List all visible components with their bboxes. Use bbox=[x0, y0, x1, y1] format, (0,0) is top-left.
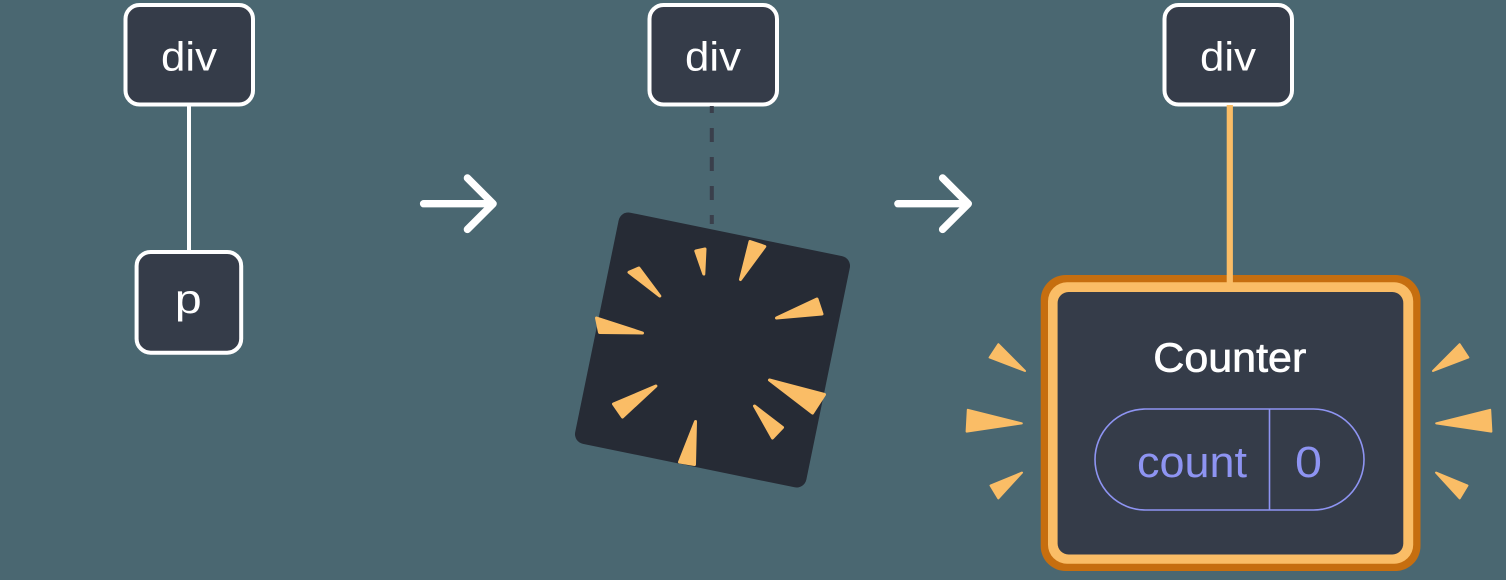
svg-text:0: 0 bbox=[1295, 438, 1322, 487]
svg-text:div: div bbox=[161, 33, 218, 79]
svg-text:div: div bbox=[685, 33, 742, 79]
svg-text:div: div bbox=[1200, 33, 1257, 79]
svg-text:count: count bbox=[1137, 438, 1247, 487]
svg-text:Counter: Counter bbox=[1153, 334, 1306, 380]
svg-text:p: p bbox=[175, 276, 202, 322]
